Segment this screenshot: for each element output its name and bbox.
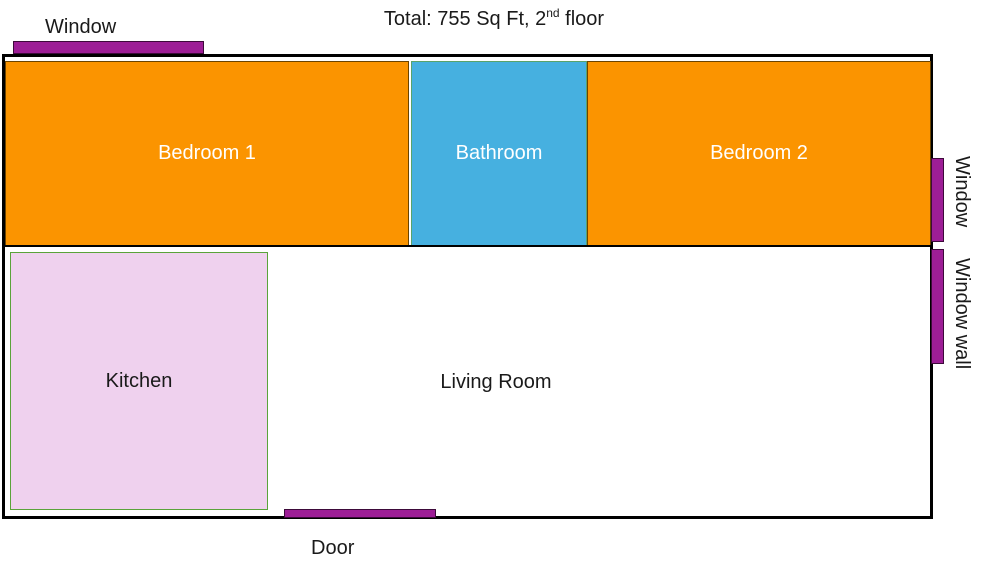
bedroom-2-label: Bedroom 2 [710, 142, 808, 164]
door-label: Door [311, 537, 355, 559]
window-top [13, 41, 204, 54]
door [284, 509, 436, 518]
title-superscript: nd [546, 6, 560, 20]
bedroom-2: Bedroom 2 [587, 61, 931, 246]
bathroom: Bathroom [411, 61, 587, 246]
bedroom-1-label: Bedroom 1 [158, 142, 256, 164]
bathroom-label: Bathroom [455, 142, 543, 164]
living-room-label: Living Room [440, 370, 552, 393]
floor-plan-title: Total: 755 Sq Ft, 2nd floor [0, 6, 984, 31]
title-text: Total: 755 Sq Ft, 2 [383, 8, 547, 30]
window-top-label: Window [45, 16, 117, 38]
title-suffix: floor [559, 8, 605, 30]
kitchen-label: Kitchen [105, 369, 173, 392]
window-right-label: Window [951, 156, 973, 228]
window-right [931, 158, 944, 242]
interior-wall [5, 245, 931, 247]
window-wall-label: Window wall [951, 258, 973, 370]
bedroom-1: Bedroom 1 [5, 61, 409, 246]
kitchen: Kitchen [10, 252, 268, 510]
window-wall [931, 249, 944, 364]
